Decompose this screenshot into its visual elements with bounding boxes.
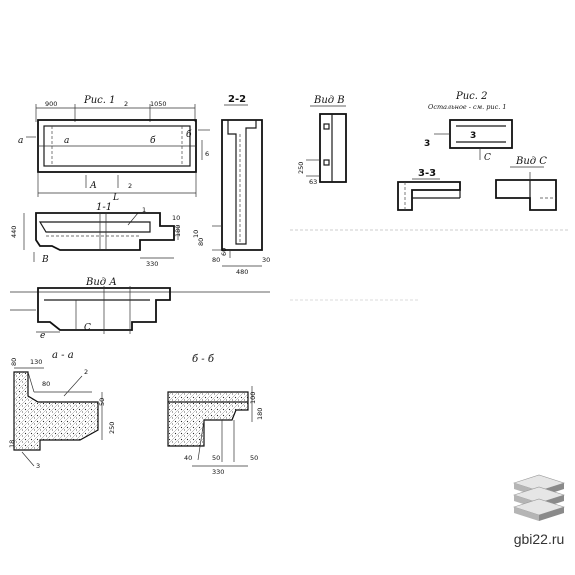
sec11-title: 1-1 xyxy=(96,202,112,213)
secAA-title: а - а xyxy=(52,350,74,361)
fig1-title: Рис. 1 xyxy=(83,95,116,106)
sec22-dim-30: 30 xyxy=(262,256,270,264)
fig1-dim-L: L xyxy=(112,193,119,203)
secBB-dim-40: 40 xyxy=(184,454,192,462)
secAA-dim-250: 250 xyxy=(108,422,116,434)
fig2-mark-3-left: 3 xyxy=(424,139,430,149)
sec22-dim-80b: 80 xyxy=(212,256,220,264)
sec11-pos-1: 1 xyxy=(142,206,146,214)
sec22-dim-80a: 80 xyxy=(197,238,205,246)
secAA-dim-80: 80 xyxy=(10,358,18,366)
sec11-mark-B: В xyxy=(41,255,49,265)
view-B: Вид В 250 63 xyxy=(297,95,347,186)
fig1-mark-a: а xyxy=(64,136,69,146)
section-a-a: а - а 80 130 80 2 50 250 18 3 xyxy=(8,350,116,470)
secAA-pos-2: 2 xyxy=(84,368,88,376)
vidB-dim-250: 250 xyxy=(297,162,305,174)
secAA-dim-80b: 80 xyxy=(42,380,50,388)
vidA-mark-c: С xyxy=(84,323,91,333)
fig1-dim-right: 1050 xyxy=(150,100,167,108)
figure-1-plan: Рис. 1 900 2 1050 а а б б 6 А 2 L xyxy=(18,95,210,203)
fig1-mark-a-left: а xyxy=(18,136,23,146)
sec11-dim-10: 10 xyxy=(172,214,180,222)
fig1-mark-2: 2 xyxy=(128,182,132,190)
secBB-dim-50b: 50 xyxy=(250,454,258,462)
sec22-dim-480: 480 xyxy=(236,268,248,276)
fig2-mark-c: С xyxy=(484,153,491,163)
secBB-dim-180: 180 xyxy=(256,408,264,420)
vidB-dim-63: 63 xyxy=(309,178,317,186)
sec33-title: 3-3 xyxy=(418,168,436,179)
sec22-dim-10: 10 xyxy=(192,230,200,238)
view-A: Вид А С е xyxy=(10,277,270,341)
fig1-mark-b: б xyxy=(150,135,156,146)
vidA-mark-e: е xyxy=(40,331,45,341)
watermark-site: gbi22.ru xyxy=(513,531,565,547)
secAA-dim-18: 18 xyxy=(8,440,16,448)
vidC-title: Вид С xyxy=(515,156,547,167)
fig1-mark-A: А xyxy=(89,181,97,191)
sec11-dim-180: 180 xyxy=(174,225,182,237)
secAA-pos-3: 3 xyxy=(36,462,40,470)
sec11-dim-330: 330 xyxy=(146,260,158,268)
fig1-dim-mid: 2 xyxy=(124,100,128,108)
figure-2: Рис. 2 Остальное - см. рис. 1 3 3 С xyxy=(424,91,513,163)
fig1-dim-left: 900 xyxy=(45,100,57,108)
vidB-title: Вид В xyxy=(313,95,345,106)
svg-text:6: 6 xyxy=(205,150,209,158)
secAA-dim-130: 130 xyxy=(30,358,42,366)
secBB-dim-50a: 50 xyxy=(212,454,220,462)
secBB-title: б - б xyxy=(192,354,215,365)
secAA-dim-50: 50 xyxy=(98,398,106,406)
vidA-title: Вид А xyxy=(85,277,117,288)
section-b-b: б - б 100 180 40 50 50 330 xyxy=(167,354,264,476)
fig1-mark-b-right: б xyxy=(186,129,192,140)
section-2-2: 2-2 80 80 60 30 480 10 xyxy=(192,94,270,276)
fig2-subtitle: Остальное - см. рис. 1 xyxy=(428,103,506,111)
fig2-title: Рис. 2 xyxy=(455,91,488,102)
sec22-title: 2-2 xyxy=(228,94,246,105)
secBB-dim-330: 330 xyxy=(212,468,224,476)
secBB-dim-100: 100 xyxy=(249,392,257,404)
section-3-3: 3-3 xyxy=(397,168,461,211)
fig2-mark-3: 3 xyxy=(470,131,476,141)
section-1-1: 1-1 1 440 180 10 330 В xyxy=(10,202,182,268)
sec11-dim-440: 440 xyxy=(10,226,18,238)
view-C: Вид С xyxy=(495,156,557,211)
sec22-dim-60: 60 xyxy=(220,248,228,256)
stacked-slabs-icon xyxy=(504,473,574,573)
